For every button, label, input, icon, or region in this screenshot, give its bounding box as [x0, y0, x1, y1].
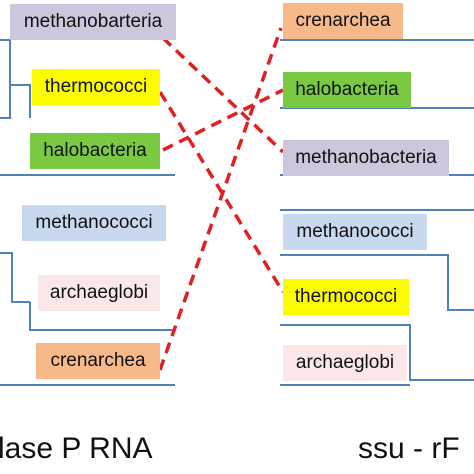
- right-taxon-halobacteria: halobacteria: [283, 72, 411, 108]
- right-taxon-archaeglobi: archaeglobi: [283, 345, 407, 381]
- connector-crenarchea: [158, 27, 283, 371]
- left-branch-archaeglobi: [0, 252, 30, 303]
- connectors: [158, 27, 285, 371]
- taxon-label: crenarchea: [295, 10, 391, 31]
- taxon-label: thermococci: [294, 286, 398, 307]
- taxon-label: methanobacteria: [295, 147, 437, 168]
- taxon-label: methanococci: [35, 212, 153, 233]
- taxon-label: methanobarteria: [23, 11, 163, 32]
- taxon-label: thermococci: [44, 76, 148, 97]
- connector-halobacteria: [162, 88, 284, 152]
- taxon-label: halobacteria: [295, 79, 399, 100]
- left-taxon-methanococci: methanococci: [22, 205, 166, 241]
- left-clade-top-bracket: [0, 39, 11, 119]
- taxon-label: halobacteria: [43, 140, 147, 161]
- right-tree-caption: ssu - rF: [358, 432, 460, 465]
- right-taxon-methanobacteria: methanobacteria: [283, 140, 449, 176]
- left-tree-branches: [0, 39, 175, 386]
- left-taxon-methanobarteria: methanobarteria: [10, 4, 176, 40]
- left-taxon-thermococci: thermococci: [32, 69, 160, 105]
- right-taxon-methanococci: methanococci: [283, 214, 427, 250]
- left-taxon-halobacteria: halobacteria: [30, 133, 160, 169]
- taxon-label: archaeglobi: [49, 282, 149, 303]
- right-branch-methanococci: [280, 254, 474, 311]
- left-taxon-crenarchea: crenarchea: [36, 343, 160, 379]
- right-branch-thermococci: [280, 324, 474, 381]
- left-taxon-archaeglobi: archaeglobi: [38, 275, 160, 311]
- taxon-label: methanococci: [296, 221, 414, 242]
- left-branch-archaeglobi-base: [29, 302, 175, 331]
- taxon-label: crenarchea: [50, 350, 146, 371]
- left-branch-thermococci: [10, 84, 31, 118]
- right-taxon-thermococci: thermococci: [283, 279, 409, 315]
- left-tree-caption: lase P RNA: [0, 432, 153, 465]
- connector-methanobacteria: [161, 36, 285, 154]
- taxon-label: archaeglobi: [295, 352, 395, 373]
- right-taxon-crenarchea: crenarchea: [283, 3, 403, 39]
